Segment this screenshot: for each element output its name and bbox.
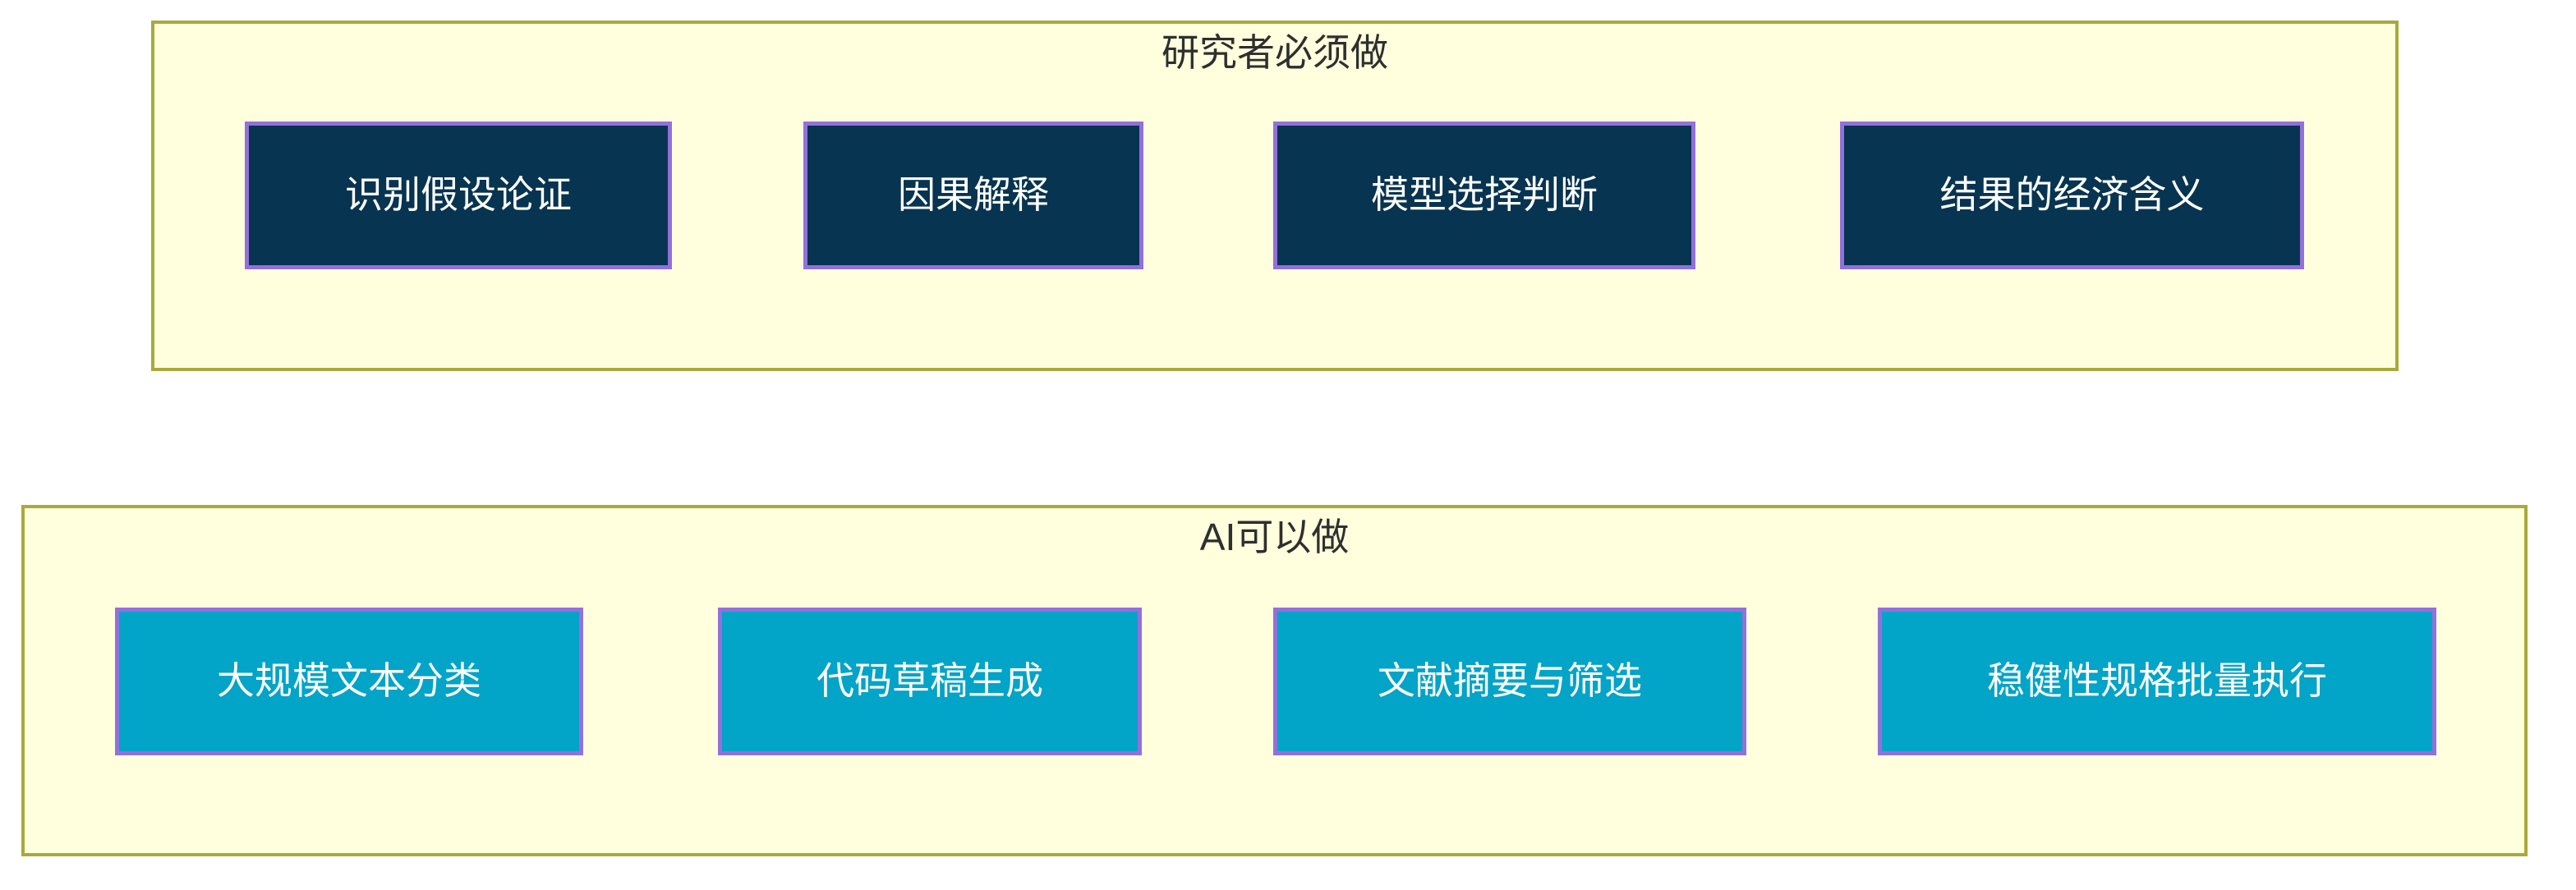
node-model-selection-judgment: 模型选择判断 <box>1273 122 1695 269</box>
node-label: 稳健性规格批量执行 <box>1987 659 2327 703</box>
node-robustness-spec-batch-execution: 稳健性规格批量执行 <box>1878 608 2436 755</box>
node-label: 结果的经济含义 <box>1939 173 2205 217</box>
cluster-researcher-title: 研究者必须做 <box>1162 31 1388 74</box>
node-economic-meaning-of-results: 结果的经济含义 <box>1840 122 2304 269</box>
node-causal-interpretation: 因果解释 <box>803 122 1143 269</box>
node-code-draft-generation: 代码草稿生成 <box>718 608 1142 755</box>
cluster-researcher-must-do: 研究者必须做 识别假设论证 因果解释 模型选择判断 结果的经济含义 <box>151 21 2399 371</box>
cluster-ai-title: AI可以做 <box>1199 516 1350 558</box>
node-literature-summary-screening: 文献摘要与筛选 <box>1273 608 1746 755</box>
node-label: 代码草稿生成 <box>816 659 1043 703</box>
node-large-scale-text-classification: 大规模文本分类 <box>115 608 583 755</box>
node-label: 因果解释 <box>898 173 1049 217</box>
node-label: 大规模文本分类 <box>217 659 481 703</box>
node-label: 模型选择判断 <box>1371 173 1598 217</box>
node-label: 文献摘要与筛选 <box>1378 659 1642 703</box>
node-identify-assumptions: 识别假设论证 <box>245 122 672 269</box>
node-label: 识别假设论证 <box>345 173 572 217</box>
cluster-ai-can-do: AI可以做 大规模文本分类 代码草稿生成 文献摘要与筛选 稳健性规格批量执行 <box>21 505 2528 856</box>
